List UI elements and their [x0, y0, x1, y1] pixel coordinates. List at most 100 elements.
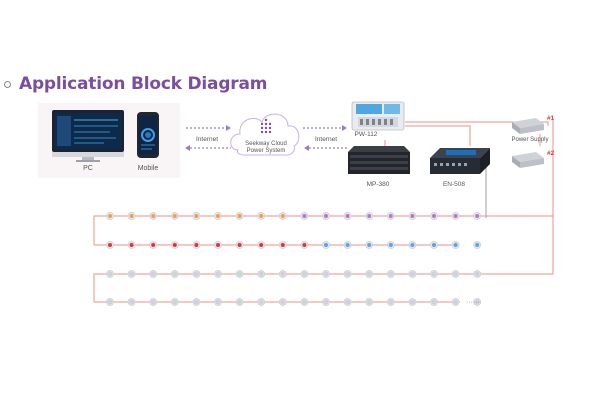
- light-node-core: [345, 271, 351, 277]
- light-node-core: [259, 243, 264, 247]
- light-node-core: [129, 214, 134, 218]
- light-node-core: [410, 214, 415, 218]
- light-node-core: [367, 243, 372, 247]
- power-supply-1-icon: [512, 118, 544, 134]
- light-node-core: [345, 243, 350, 247]
- page-title: Application Block Diagram: [19, 74, 268, 94]
- light-node-core: [172, 271, 178, 277]
- light-node-core: [172, 214, 177, 218]
- light-node-core: [172, 299, 178, 305]
- power-supply-2-icon: [512, 152, 544, 168]
- light-node-core: [323, 299, 329, 305]
- light-node-core: [237, 271, 243, 277]
- light-node-core: [259, 214, 264, 218]
- light-node-core: [151, 243, 156, 247]
- pw-112-label: PW-112: [355, 131, 378, 138]
- light-node-core: [193, 299, 199, 305]
- pc-icon: [52, 110, 124, 162]
- power-supply-1-tag: #1: [547, 115, 555, 122]
- light-node-core: [129, 271, 135, 277]
- internet-left-label: Internet: [196, 136, 218, 143]
- light-node-core: [388, 271, 394, 277]
- light-node-core: [216, 214, 220, 218]
- light-node-core: [129, 299, 135, 305]
- en-508-label: EN-508: [443, 181, 465, 188]
- internet-link-left: [185, 125, 231, 151]
- light-node-core: [216, 243, 220, 247]
- light-node-core: [172, 243, 177, 247]
- internet-right-label: Internet: [315, 136, 337, 143]
- chain-ellipsis: ······: [466, 299, 480, 306]
- light-node-core: [475, 243, 480, 247]
- light-node-core: [194, 243, 199, 247]
- light-node-core: [453, 271, 459, 277]
- light-node-core: [193, 271, 199, 277]
- light-node-core: [215, 299, 221, 305]
- mobile-label: Mobile: [138, 165, 159, 172]
- light-node-core: [432, 243, 436, 247]
- mp-380-label: MP-380: [367, 181, 390, 188]
- light-node-core: [323, 271, 329, 277]
- light-node-core: [107, 271, 113, 277]
- node-chains: [94, 212, 486, 306]
- light-node-core: [194, 214, 199, 218]
- en-508-device: [430, 148, 490, 174]
- light-node-core: [388, 243, 393, 247]
- mp-380-device: [348, 146, 410, 174]
- light-node-core: [345, 214, 350, 218]
- light-node-core: [431, 299, 437, 305]
- light-node-core: [366, 299, 372, 305]
- cloud-icon: [230, 113, 300, 156]
- pc-label: PC: [83, 165, 93, 172]
- pw-112-device: [351, 101, 405, 131]
- light-node-core: [409, 271, 415, 277]
- light-node-core: [108, 214, 112, 218]
- light-node-core: [108, 243, 112, 247]
- light-node-core: [302, 243, 307, 247]
- light-node-core: [107, 299, 113, 305]
- light-node-core: [324, 214, 328, 218]
- light-node-core: [474, 271, 480, 277]
- light-node-core: [237, 214, 242, 218]
- light-node-core: [150, 299, 156, 305]
- light-node-core: [280, 299, 286, 305]
- cloud-label-line2: Power System: [247, 148, 286, 154]
- light-node-core: [301, 299, 307, 305]
- light-node-core: [431, 271, 437, 277]
- light-node-core: [258, 299, 264, 305]
- light-node-core: [151, 214, 156, 218]
- power-supply-2-tag: #2: [547, 150, 555, 157]
- internet-link-right: [303, 125, 347, 151]
- light-node-core: [324, 243, 328, 247]
- cloud-label-line1: Seekway Cloud: [245, 141, 287, 147]
- light-node-core: [388, 299, 394, 305]
- light-node-core: [215, 271, 221, 277]
- light-node-core: [237, 243, 242, 247]
- title-bullet-icon: [4, 80, 11, 88]
- light-node-core: [453, 214, 458, 218]
- light-node-core: [409, 299, 415, 305]
- light-node-core: [302, 214, 307, 218]
- light-node-core: [150, 271, 156, 277]
- light-node-core: [388, 214, 393, 218]
- light-node-core: [367, 214, 372, 218]
- power-supply-label: Power Supply: [511, 137, 548, 143]
- light-node-core: [410, 243, 415, 247]
- light-node-core: [475, 214, 480, 218]
- light-node-core: [280, 214, 285, 218]
- light-node-core: [453, 243, 458, 247]
- light-node-core: [345, 299, 351, 305]
- light-node-core: [366, 271, 372, 277]
- light-node-core: [237, 299, 243, 305]
- light-node-core: [280, 271, 286, 277]
- mobile-icon: [137, 112, 159, 158]
- light-node-core: [432, 214, 436, 218]
- light-node-core: [129, 243, 134, 247]
- light-node-core: [301, 271, 307, 277]
- title-block: Application Block Diagram: [4, 74, 267, 94]
- light-node-core: [258, 271, 264, 277]
- light-node-core: [280, 243, 285, 247]
- light-node-core: [453, 299, 459, 305]
- light-node-core: [474, 299, 480, 305]
